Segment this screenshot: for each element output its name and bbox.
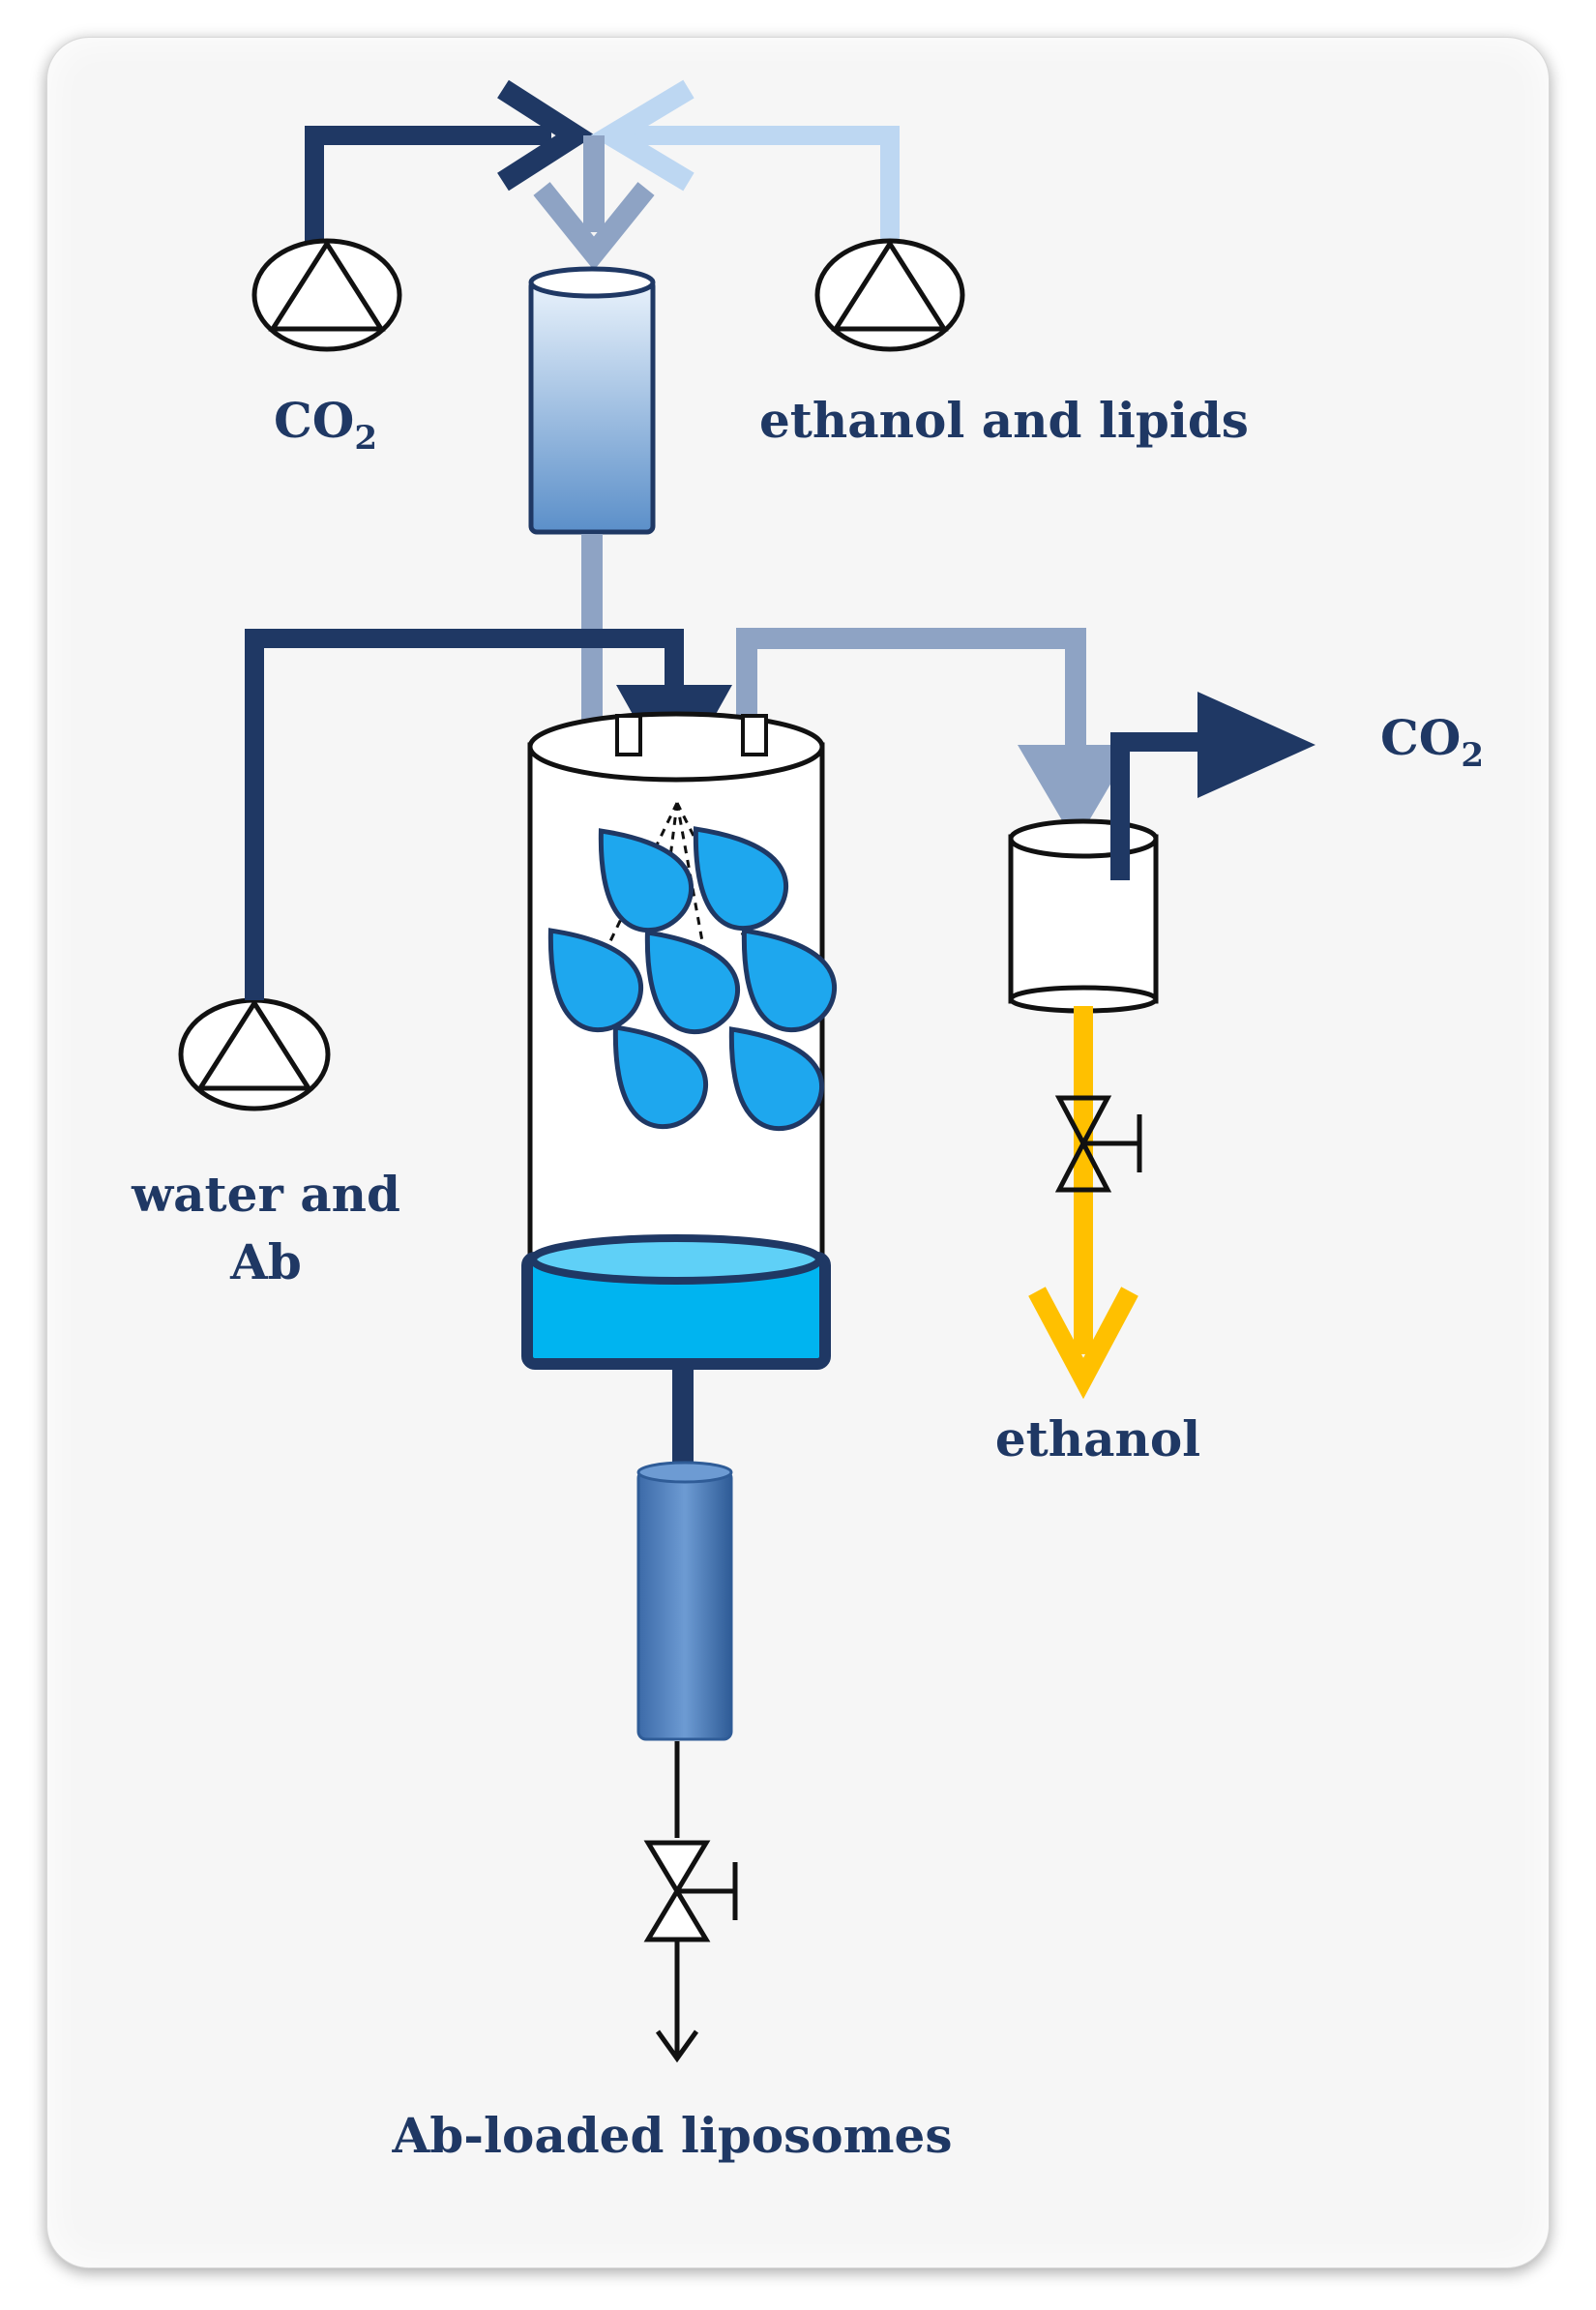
droplet xyxy=(598,828,694,933)
droplets xyxy=(547,826,837,1132)
separator xyxy=(1008,818,1159,1014)
co2-outlet-label: CO2 xyxy=(1380,709,1484,775)
droplet xyxy=(644,930,740,1035)
water-ab-label-line1: water and xyxy=(131,1166,400,1223)
ethanol-lipids-pump xyxy=(814,238,965,352)
collection-tray xyxy=(521,1234,831,1370)
droplet xyxy=(693,826,788,932)
co2-pump xyxy=(251,238,402,352)
co2-outlet-line xyxy=(1110,692,1315,880)
ethanol-lipids-feed-line xyxy=(590,79,900,253)
ethanol-label: ethanol xyxy=(995,1410,1200,1467)
product-valve[interactable] xyxy=(643,1741,738,2063)
droplet xyxy=(741,928,837,1033)
droplet xyxy=(612,1024,708,1130)
co2-inlet-label: CO2 xyxy=(274,392,377,458)
mixing-arrow xyxy=(533,135,655,271)
ethanol-valve[interactable] xyxy=(1054,1095,1142,1193)
co2-feed-line xyxy=(305,79,596,253)
droplet xyxy=(547,928,643,1033)
ethanol-outlet-line xyxy=(1028,1006,1138,1400)
precipitation-vessel xyxy=(527,711,825,1328)
water-ab-pump xyxy=(178,997,331,1111)
ethanol-lipids-label: ethanol and lipids xyxy=(759,392,1249,449)
product-column xyxy=(636,1461,733,1741)
mixer-column xyxy=(528,266,656,535)
product-label: Ab-loaded liposomes xyxy=(391,2107,952,2164)
water-ab-label-line2: Ab xyxy=(229,1233,302,1290)
droplet xyxy=(728,1026,824,1132)
